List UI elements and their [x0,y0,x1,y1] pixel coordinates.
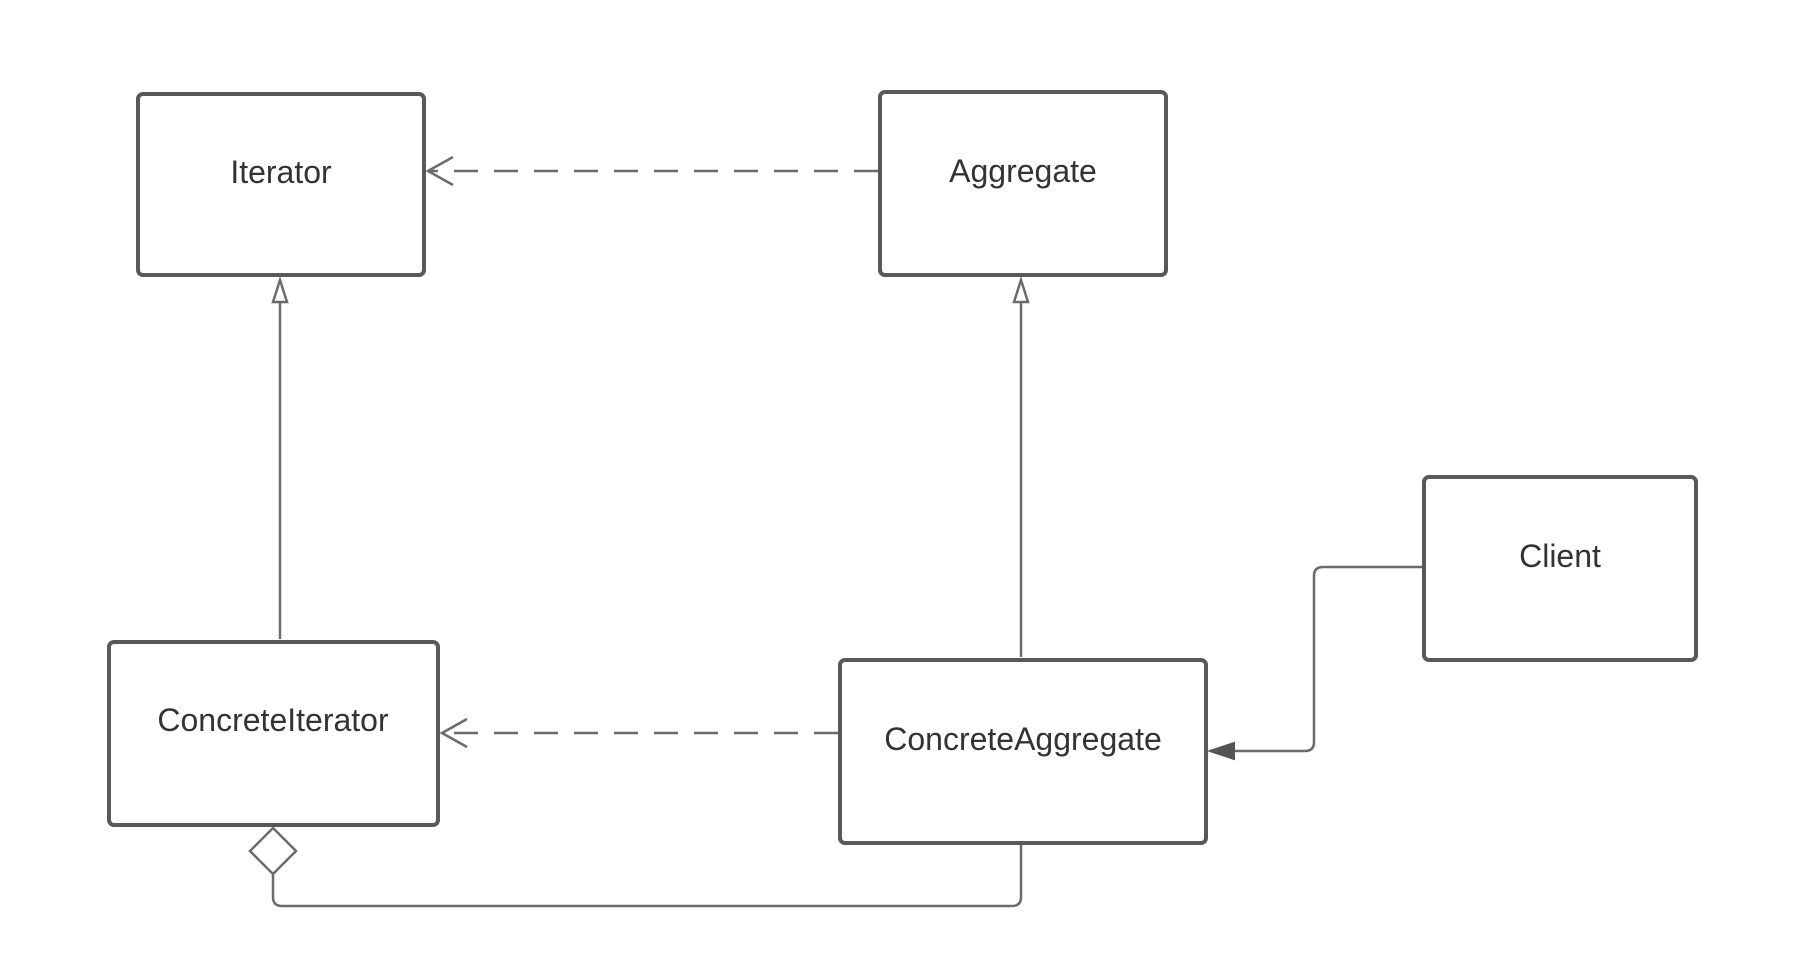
hollow-triangle-arrowhead-icon [271,275,289,304]
class-label-iterator: Iterator [230,154,332,190]
class-box-iterator[interactable]: Iterator [136,92,426,277]
class-box-aggregate[interactable]: Aggregate [878,90,1168,277]
class-label-concreteaggregate: ConcreteAggregate [884,721,1162,757]
open-arrowhead-icon [439,717,468,749]
hollow-triangle-arrowhead-icon [1012,275,1030,304]
class-box-concreteiterator[interactable]: ConcreteIterator [107,640,440,827]
class-label-aggregate: Aggregate [949,153,1097,189]
class-box-client[interactable]: Client [1422,475,1698,662]
open-arrowhead-icon [425,155,454,187]
hollow-diamond-icon [248,826,298,876]
class-box-concreteaggregate[interactable]: ConcreteAggregate [838,658,1208,845]
filled-triangle-arrowhead-icon [1206,741,1235,761]
class-label-concreteiterator: ConcreteIterator [157,702,389,738]
class-label-client: Client [1519,538,1601,574]
edge-client-to-concreteaggregate [1234,565,1422,753]
edge-aggregation-concreteaggregate-concreteiterator [271,842,1023,908]
